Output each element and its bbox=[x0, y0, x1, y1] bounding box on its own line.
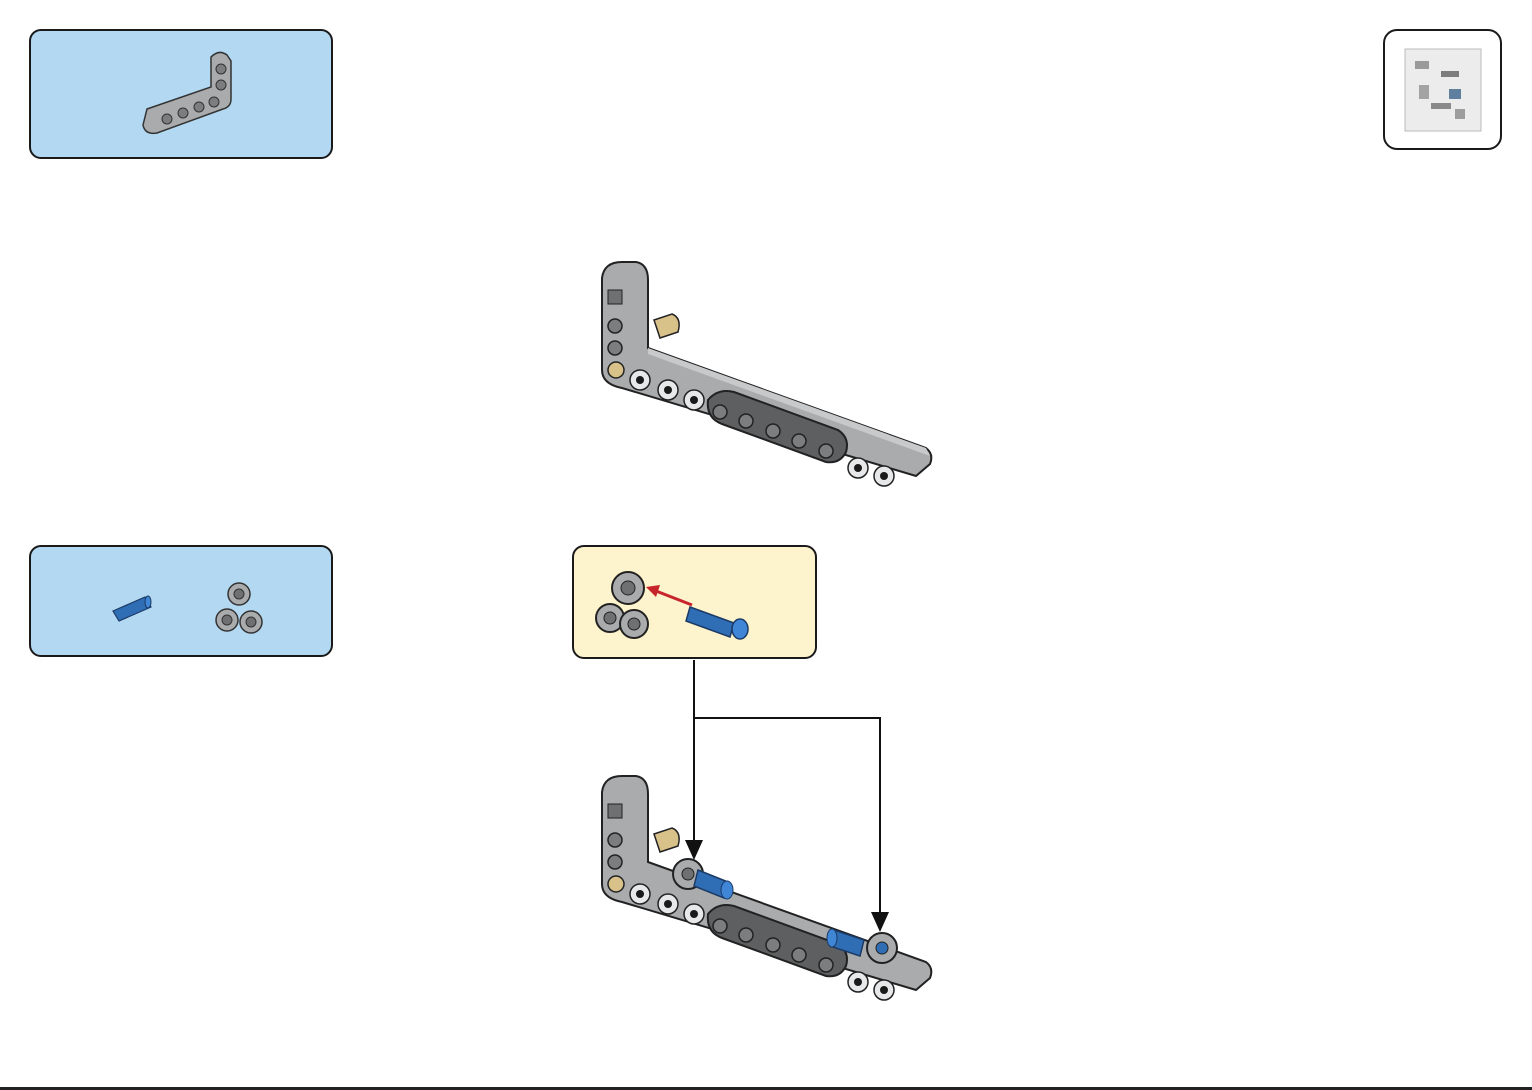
assembly-with-connectors bbox=[602, 776, 931, 1000]
